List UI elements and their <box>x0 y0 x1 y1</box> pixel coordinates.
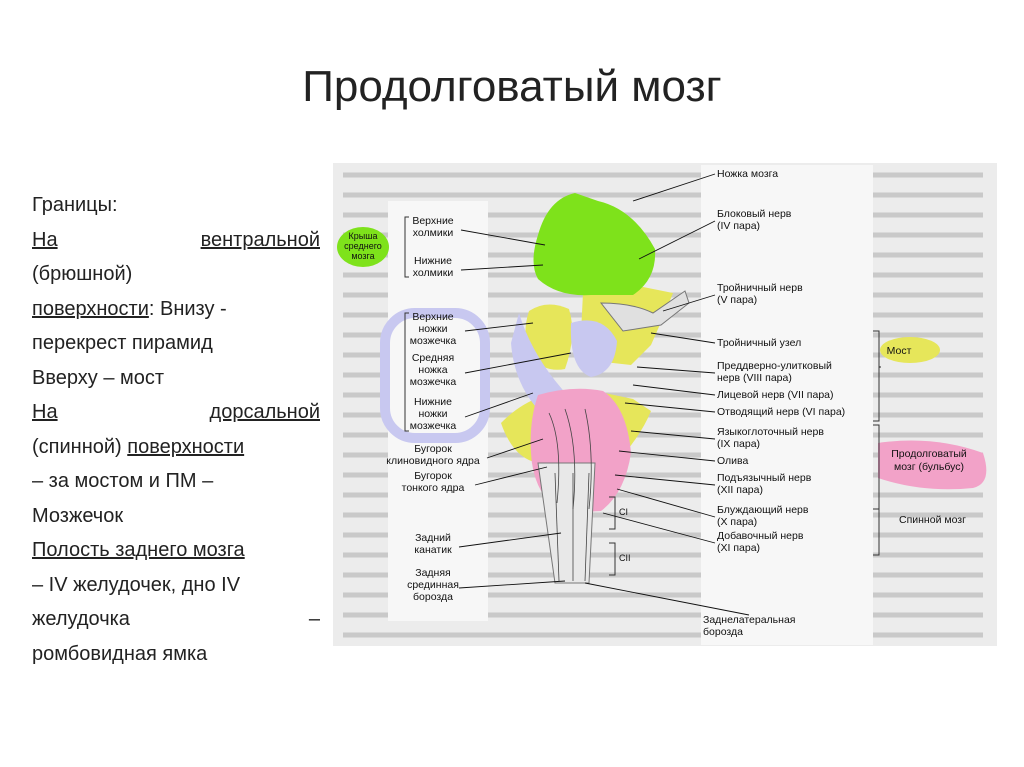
left-label: ножки <box>418 408 447 420</box>
medulla-label-line: мозг (бульбус) <box>894 461 964 473</box>
roof-label-line: Крыша <box>349 231 378 241</box>
spinal-cord-label: Спинной мозг <box>899 514 966 526</box>
right-label: Заднелатеральная <box>703 614 795 626</box>
roof-label-line: мозга <box>351 251 374 261</box>
midbrain-tectum <box>533 193 656 296</box>
text-line: ромбовидная ямка <box>32 642 208 665</box>
right-label: Ножка мозга <box>717 168 778 180</box>
right-label: Добавочный нерв <box>717 530 804 542</box>
right-label: Лицевой нерв (VII пара) <box>717 389 834 401</box>
right-label: нерв (VIII пара) <box>717 372 792 384</box>
medulla-callout <box>878 440 987 490</box>
superior-peduncle <box>525 304 573 370</box>
medulla-label-line: Продолговатый <box>891 448 967 460</box>
right-label-panel <box>701 165 873 645</box>
segment-label-c1: CI <box>619 507 628 517</box>
text-word: поверхности <box>32 297 149 320</box>
right-label: (X пара) <box>717 516 757 528</box>
spinal-cord-region <box>537 462 596 584</box>
left-label: Нижние <box>414 396 452 408</box>
left-label: канатик <box>414 544 452 556</box>
left-leader-lines <box>458 229 572 589</box>
right-label: Отводящий нерв (VI пара) <box>717 406 845 418</box>
text-word: поверхности <box>127 435 245 458</box>
left-label: Задний <box>415 532 451 544</box>
left-label: тонкого ядра <box>402 482 465 494</box>
text-line: перекрест пирамид <box>32 332 213 354</box>
pons-label: Мост <box>887 345 912 357</box>
right-label: Преддверно-улитковый <box>717 360 832 372</box>
text-line: желудочка – <box>32 602 320 637</box>
text-word: желудочка <box>32 608 130 630</box>
left-brackets <box>404 216 409 432</box>
right-label: Блуждающий нерв <box>717 504 809 516</box>
left-label: Верхние <box>412 311 453 323</box>
right-label: Олива <box>717 455 749 467</box>
right-label: (V пара) <box>717 294 757 306</box>
right-label: (IV пара) <box>717 220 760 232</box>
right-leader-lines <box>584 173 881 616</box>
right-label: (XII пара) <box>717 484 763 496</box>
left-label: мозжечка <box>410 420 457 432</box>
text-word: дорсальной <box>209 401 320 423</box>
right-label: (IX пара) <box>717 438 760 450</box>
text-word: вентральной <box>200 228 320 251</box>
left-label: холмики <box>413 227 454 239</box>
texture-lines <box>548 408 592 582</box>
right-label: Тройничный нерв <box>717 282 803 294</box>
text-word: На <box>32 228 58 251</box>
right-label: Подъязычный нерв <box>717 472 812 484</box>
text-line: Границы: <box>32 194 118 216</box>
trigeminal-nerve-stub <box>599 290 690 332</box>
left-label: Бугорок <box>414 443 452 455</box>
text-word: – <box>308 608 320 630</box>
right-label: Блоковый нерв <box>717 208 792 220</box>
text-word: : Внизу - <box>148 297 227 320</box>
right-label: (XI пара) <box>717 542 760 554</box>
right-label: Языкоглоточный нерв <box>717 426 824 438</box>
segment-label-c2: CII <box>619 553 631 563</box>
text-word: (спинной) <box>32 435 128 458</box>
text-line: Вверху – мост <box>32 366 165 389</box>
left-label: Бугорок <box>414 470 452 482</box>
left-label: борозда <box>413 591 453 603</box>
text-line: Мозжечок <box>32 504 124 527</box>
text-word: На <box>32 401 58 423</box>
left-label: Средняя <box>412 352 454 364</box>
segment-brackets <box>609 330 880 576</box>
left-label: мозжечка <box>410 376 457 388</box>
left-label: ножка <box>418 364 447 376</box>
right-label: борозда <box>703 626 743 638</box>
text-line: На дорсальной <box>32 395 320 430</box>
text-line: поверхности : Внизу - <box>32 292 320 327</box>
roof-label-line: среднего <box>344 241 382 251</box>
slide-title: Продолговатый мозг <box>302 62 722 111</box>
left-label: Нижние <box>414 255 452 267</box>
roof-midbrain-callout <box>337 227 389 267</box>
text-line: На вентральной <box>32 223 320 258</box>
text-line: (брюшной) <box>32 263 133 285</box>
left-label: холмики <box>413 267 454 279</box>
text-line: – за мостом и ПМ – <box>32 470 214 492</box>
cerebellar-peduncles-outline <box>380 308 490 443</box>
right-label: Тройничный узел <box>717 337 801 349</box>
text-line: – IV желудочек, дно IV <box>32 573 241 596</box>
left-label: Верхние <box>412 215 453 227</box>
text-line: (спинной) поверхности <box>32 430 320 465</box>
left-label: Задняя <box>415 567 450 579</box>
text-line: Полость заднего мозга <box>32 539 245 561</box>
left-label: мозжечка <box>410 335 457 347</box>
boundaries-text: Границы: На вентральной (брюшной) поверх… <box>32 188 320 671</box>
pons-callout <box>880 337 940 363</box>
left-label: срединная <box>407 579 459 591</box>
left-label: клиновидного ядра <box>386 455 480 467</box>
middle-peduncle <box>570 320 617 377</box>
brainstem-diagram: Крыша среднего мозга Мост Продолговатый … <box>337 165 987 645</box>
left-label: ножки <box>418 323 447 335</box>
brainstem-figure: Крыша среднего мозга Мост Продолговатый … <box>333 163 997 646</box>
